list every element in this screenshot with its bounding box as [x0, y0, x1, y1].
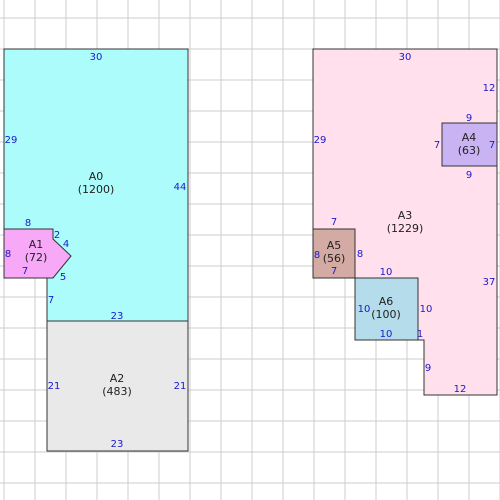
dimension-label: 30 [399, 52, 412, 63]
dimension-label: 30 [90, 52, 103, 63]
dimension-label: 7 [489, 140, 495, 151]
dimension-label: 7 [434, 140, 440, 151]
region-a2-area: (483) [102, 385, 132, 398]
dimension-label: 7 [22, 266, 28, 277]
dimension-label: 9 [425, 363, 431, 374]
region-a0-area: (1200) [78, 183, 115, 196]
dimension-label: 10 [358, 304, 371, 315]
dimension-label: 23 [111, 311, 124, 322]
dimension-label: 10 [380, 267, 393, 278]
dimension-label: 9 [466, 113, 472, 124]
region-a4-area: (63) [458, 144, 481, 157]
region-a1-area: (72) [25, 251, 48, 264]
dimension-label: 8 [5, 249, 11, 260]
dimension-label: 8 [314, 250, 320, 261]
region-a4-name: A4 [462, 131, 477, 144]
dimension-label: 7 [331, 217, 337, 228]
region-a6-name: A6 [379, 295, 394, 308]
dimension-label: 5 [60, 272, 66, 283]
region-a5-area: (56) [323, 252, 346, 265]
region-a3-name: A3 [398, 209, 413, 222]
dimension-label: 21 [48, 381, 61, 392]
dimension-label: 12 [454, 384, 467, 395]
dimension-label: 4 [63, 239, 69, 250]
dimension-label: 21 [174, 381, 187, 392]
dimension-label: 8 [357, 249, 363, 260]
region-a3-area: (1229) [387, 222, 424, 235]
region-a1-name: A1 [29, 238, 44, 251]
dimension-label: 10 [380, 329, 393, 340]
dimension-label: 29 [5, 135, 18, 146]
region-a1-shape [3, 228, 72, 279]
dimension-label: 37 [483, 277, 496, 288]
region-a2-name: A2 [110, 372, 125, 385]
dimension-label: 10 [420, 304, 433, 315]
dimension-label: 8 [25, 218, 31, 229]
region-a4-shape [441, 122, 498, 167]
dimension-label: 9 [466, 170, 472, 181]
dimension-label: 44 [174, 182, 187, 193]
dimension-label: 1 [417, 329, 423, 340]
dimension-label: 12 [483, 83, 496, 94]
dimension-label: 29 [314, 135, 327, 146]
region-a5-name: A5 [327, 239, 342, 252]
region-a0-name: A0 [89, 170, 104, 183]
dimension-label: 7 [331, 266, 337, 277]
dimension-label: 2 [54, 230, 60, 241]
region-a6-area: (100) [371, 308, 401, 321]
region-a6-shape [354, 277, 419, 341]
dimension-label: 7 [48, 295, 54, 306]
dimension-label: 23 [111, 439, 124, 450]
region-a2-shape [46, 320, 189, 452]
